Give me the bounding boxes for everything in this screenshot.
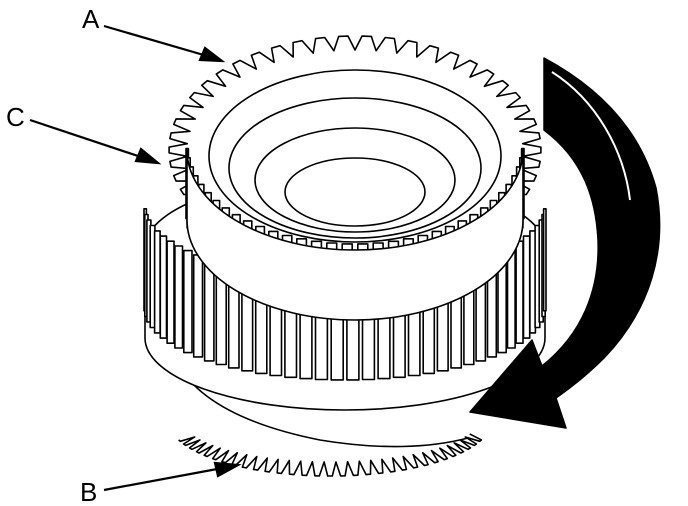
middle-gear-tooth: [159, 235, 168, 339]
middle-gear-tooth: [174, 245, 184, 349]
callout-label-b: B: [80, 477, 97, 506]
bore-ring: [228, 97, 482, 239]
callout-label-c: C: [6, 102, 25, 132]
middle-gear-tooth: [515, 240, 524, 344]
middle-gear-tooth: [522, 235, 531, 339]
callout-leaders: [29, 24, 242, 492]
bore-ring: [208, 69, 502, 243]
leader-line-a: [103, 24, 215, 60]
middle-gear-tooth: [192, 254, 204, 358]
leader-arrowhead-a: [198, 46, 226, 63]
leader-line-c: [29, 118, 151, 162]
callout-label-a: A: [82, 4, 100, 34]
middle-gear-tooth: [203, 258, 215, 362]
lower-gear-teeth: [178, 433, 483, 477]
bore-ring: [284, 157, 426, 227]
middle-gear-tooth: [183, 249, 193, 354]
middle-gear-tooth: [153, 230, 161, 334]
leader-arrowhead-b: [213, 461, 242, 478]
arrow-highlight: [551, 71, 631, 201]
leader-arrowhead-c: [134, 147, 162, 165]
top-gear-rim: [186, 149, 524, 321]
lower-gear-b: [178, 433, 483, 477]
top-gear-a: [168, 35, 542, 321]
leader-line-b: [103, 465, 229, 492]
top-gear-bore: [208, 69, 502, 243]
bore-ring: [254, 127, 456, 233]
middle-gear-tooth: [542, 208, 547, 312]
curved-arrow-icon: [469, 57, 661, 429]
middle-gear-tooth: [166, 240, 175, 344]
